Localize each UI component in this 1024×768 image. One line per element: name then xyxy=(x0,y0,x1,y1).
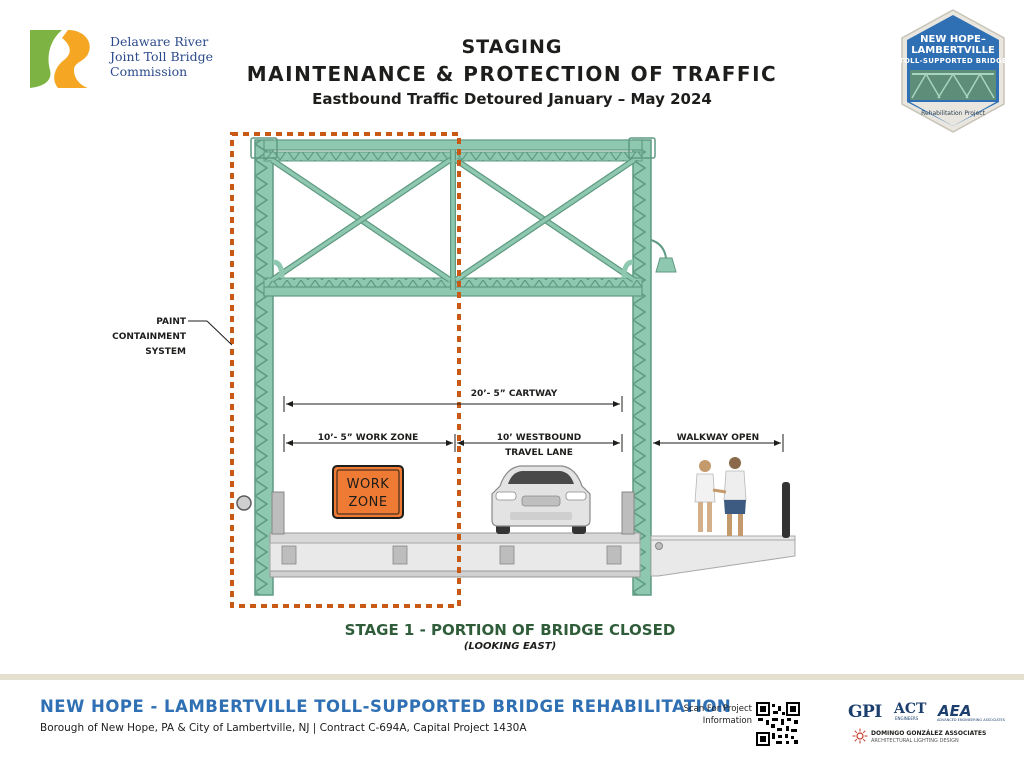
paint-containment-label: PAINT CONTAINMENT SYSTEM xyxy=(112,317,233,357)
stage-caption: STAGE 1 - PORTION OF BRIDGE CLOSED (LOOK… xyxy=(300,620,720,654)
page-title: STAGING MAINTENANCE & PROTECTION OF TRAF… xyxy=(230,34,794,110)
right-post xyxy=(632,139,652,596)
walkway xyxy=(650,482,796,577)
badge-subtitle: Rehabilitation Project xyxy=(921,110,985,117)
walkway-label: WALKWAY OPEN xyxy=(677,433,759,443)
portal-frame xyxy=(250,137,656,297)
left-post xyxy=(254,139,274,596)
westbound-label-line1: 10’ WESTBOUND xyxy=(497,433,582,443)
sign-line2: ZONE xyxy=(348,495,387,510)
act-logo-sub: ENGINEERS xyxy=(895,716,919,721)
stage-title: STAGE 1 - PORTION OF BRIDGE CLOSED xyxy=(344,621,676,639)
scan-prompt: Scan For Project Information xyxy=(668,703,752,727)
paint-label-line3: SYSTEM xyxy=(145,347,186,357)
org-name-line3: Commission xyxy=(110,64,188,79)
drjtbc-logo-mark xyxy=(30,30,90,88)
logo-orange-shape xyxy=(54,30,90,88)
org-name-line2: Joint Toll Bridge xyxy=(110,49,214,64)
gpi-logo: GPI xyxy=(848,702,882,722)
car-icon xyxy=(491,465,591,534)
title-staging: STAGING xyxy=(461,36,563,58)
act-logo: ACT xyxy=(894,701,927,717)
badge-line3: TOLL-SUPPORTED BRIDGE xyxy=(898,57,1008,65)
aea-logo: AEA xyxy=(938,702,972,720)
bridge-cross-section: PAINT CONTAINMENT SYSTEM 20’- 5” CARTWAY… xyxy=(112,132,796,608)
title-mpt: MAINTENANCE & PROTECTION OF TRAFFIC xyxy=(246,62,778,86)
aea-logo-sub: ADVANCED ENGINEERING ASSOCIATES xyxy=(937,718,1005,722)
sign-line1: WORK xyxy=(347,477,390,492)
dga-logo-sub: ARCHITECTURAL LIGHTING DESIGN xyxy=(871,738,959,744)
lamp-icon xyxy=(650,239,677,273)
badge-title: NEW HOPE– LAMBERTVILLE TOLL-SUPPORTED BR… xyxy=(898,34,1008,66)
org-name: Delaware River Joint Toll Bridge Commiss… xyxy=(110,34,230,79)
westbound-label-line2: TRAVEL LANE xyxy=(505,448,573,458)
footer-subtitle: Borough of New Hope, PA & City of Lamber… xyxy=(40,722,527,734)
footer-title: NEW HOPE - LAMBERTVILLE TOLL-SUPPORTED B… xyxy=(40,697,732,716)
westbound-dimension: 10’ WESTBOUND TRAVEL LANE xyxy=(457,433,623,458)
logo-green-shape xyxy=(30,30,62,88)
badge-line1: NEW HOPE– xyxy=(920,34,986,45)
bridge-deck xyxy=(269,491,641,578)
work-zone-label: 10’- 5” WORK ZONE xyxy=(318,433,419,443)
stage-subtitle: (LOOKING EAST) xyxy=(463,641,557,652)
badge-hexagon xyxy=(901,9,1005,133)
dga-sun-icon xyxy=(852,728,868,744)
cartway-dimension: 20’- 5” CARTWAY xyxy=(283,389,623,412)
paint-containment-system xyxy=(230,132,461,608)
walkway-dimension: WALKWAY OPEN xyxy=(653,433,784,452)
work-zone-sign: WORK ZONE xyxy=(332,465,404,519)
paint-label-line1: PAINT xyxy=(156,317,187,327)
footer-divider xyxy=(0,674,1024,680)
title-detour: Eastbound Traffic Detoured January – May… xyxy=(312,90,712,108)
badge-line2: LAMBERTVILLE xyxy=(911,45,995,56)
work-zone-dimension: 10’- 5” WORK ZONE xyxy=(283,433,456,452)
project-badge: NEW HOPE– LAMBERTVILLE TOLL-SUPPORTED BR… xyxy=(898,8,1008,134)
pulley-icon xyxy=(236,495,252,511)
drjtbc-logo: Delaware River Joint Toll Bridge Commiss… xyxy=(28,28,218,90)
org-name-line1: Delaware River xyxy=(110,34,209,49)
pedestrians-icon xyxy=(694,457,747,536)
scan-line2: Information xyxy=(702,716,752,726)
qr-code-icon[interactable] xyxy=(756,702,800,746)
paint-label-line2: CONTAINMENT xyxy=(112,332,187,342)
scan-line1: Scan For Project xyxy=(683,704,752,714)
cartway-label: 20’- 5” CARTWAY xyxy=(471,389,558,399)
dga-logo-name: DOMINGO GONZÁLEZ ASSOCIATES xyxy=(871,730,987,737)
